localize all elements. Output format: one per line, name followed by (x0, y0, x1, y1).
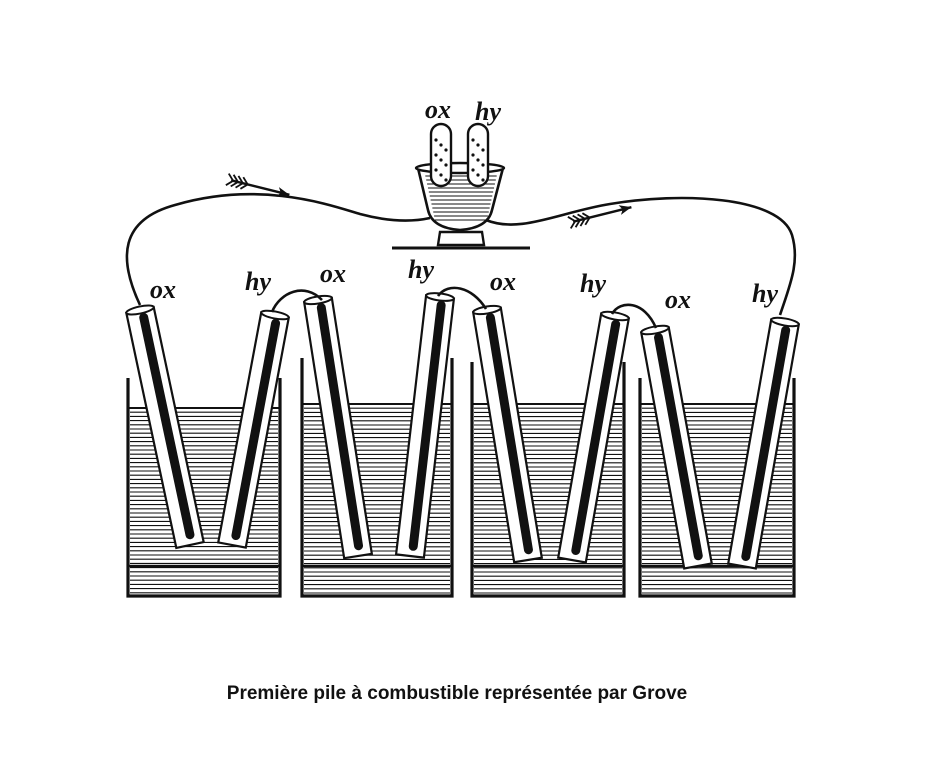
cell-1-hy-label: hy (245, 267, 271, 296)
cell-2-ox-label: ox (320, 259, 346, 288)
figure-caption: Première pile à combustible représentée … (226, 683, 688, 704)
cell-2-base (300, 564, 454, 598)
cell-1-ox-label: ox (150, 275, 176, 304)
voltameter-hy-label: hy (475, 97, 501, 126)
voltameter-hydrogen-tube (466, 122, 490, 188)
cell-3-hy-label: hy (580, 269, 606, 298)
cell-4-ox-label: ox (665, 285, 691, 314)
cells-group (125, 292, 801, 598)
wire-cell-3-4 (610, 303, 658, 329)
cell-3-ox-label: ox (490, 267, 516, 296)
cell-4-hy-label: hy (752, 279, 778, 308)
wire-cell-2-3 (436, 286, 488, 310)
cell-1-oxygen-tube (125, 304, 205, 550)
cell-2-hydrogen-tube (394, 292, 456, 559)
wire-cell-1-2 (270, 289, 323, 313)
cell-2 (300, 292, 456, 598)
current-arrow-right (567, 205, 632, 229)
cell-4 (638, 316, 801, 598)
cell-1-base (126, 564, 282, 598)
wire-right-loop (485, 196, 797, 316)
cell-4-hydrogen-tube (726, 316, 801, 570)
voltameter-group (392, 122, 530, 250)
cell-2-hy-label: hy (408, 255, 434, 284)
cell-3-hydrogen-tube (556, 310, 631, 564)
cell-3-oxygen-tube (471, 304, 544, 564)
cell-3 (470, 304, 631, 598)
voltameter-oxygen-tube (429, 122, 453, 188)
cell-3-base (470, 564, 626, 598)
labels-group: ox hy ox hy ox hy ox hy ox hy (150, 95, 778, 314)
cell-1 (125, 304, 291, 598)
voltameter-foot (436, 230, 486, 247)
cell-4-base (638, 564, 796, 598)
voltameter-ox-label: ox (425, 95, 451, 124)
voltameter-cup (414, 161, 506, 232)
cell-4-oxygen-tube (639, 324, 714, 570)
current-arrow-left (225, 173, 290, 197)
cell-2-oxygen-tube (302, 294, 374, 560)
wires-group (125, 173, 797, 329)
wire-left-loop (125, 192, 431, 306)
cell-1-hydrogen-tube (216, 309, 291, 549)
